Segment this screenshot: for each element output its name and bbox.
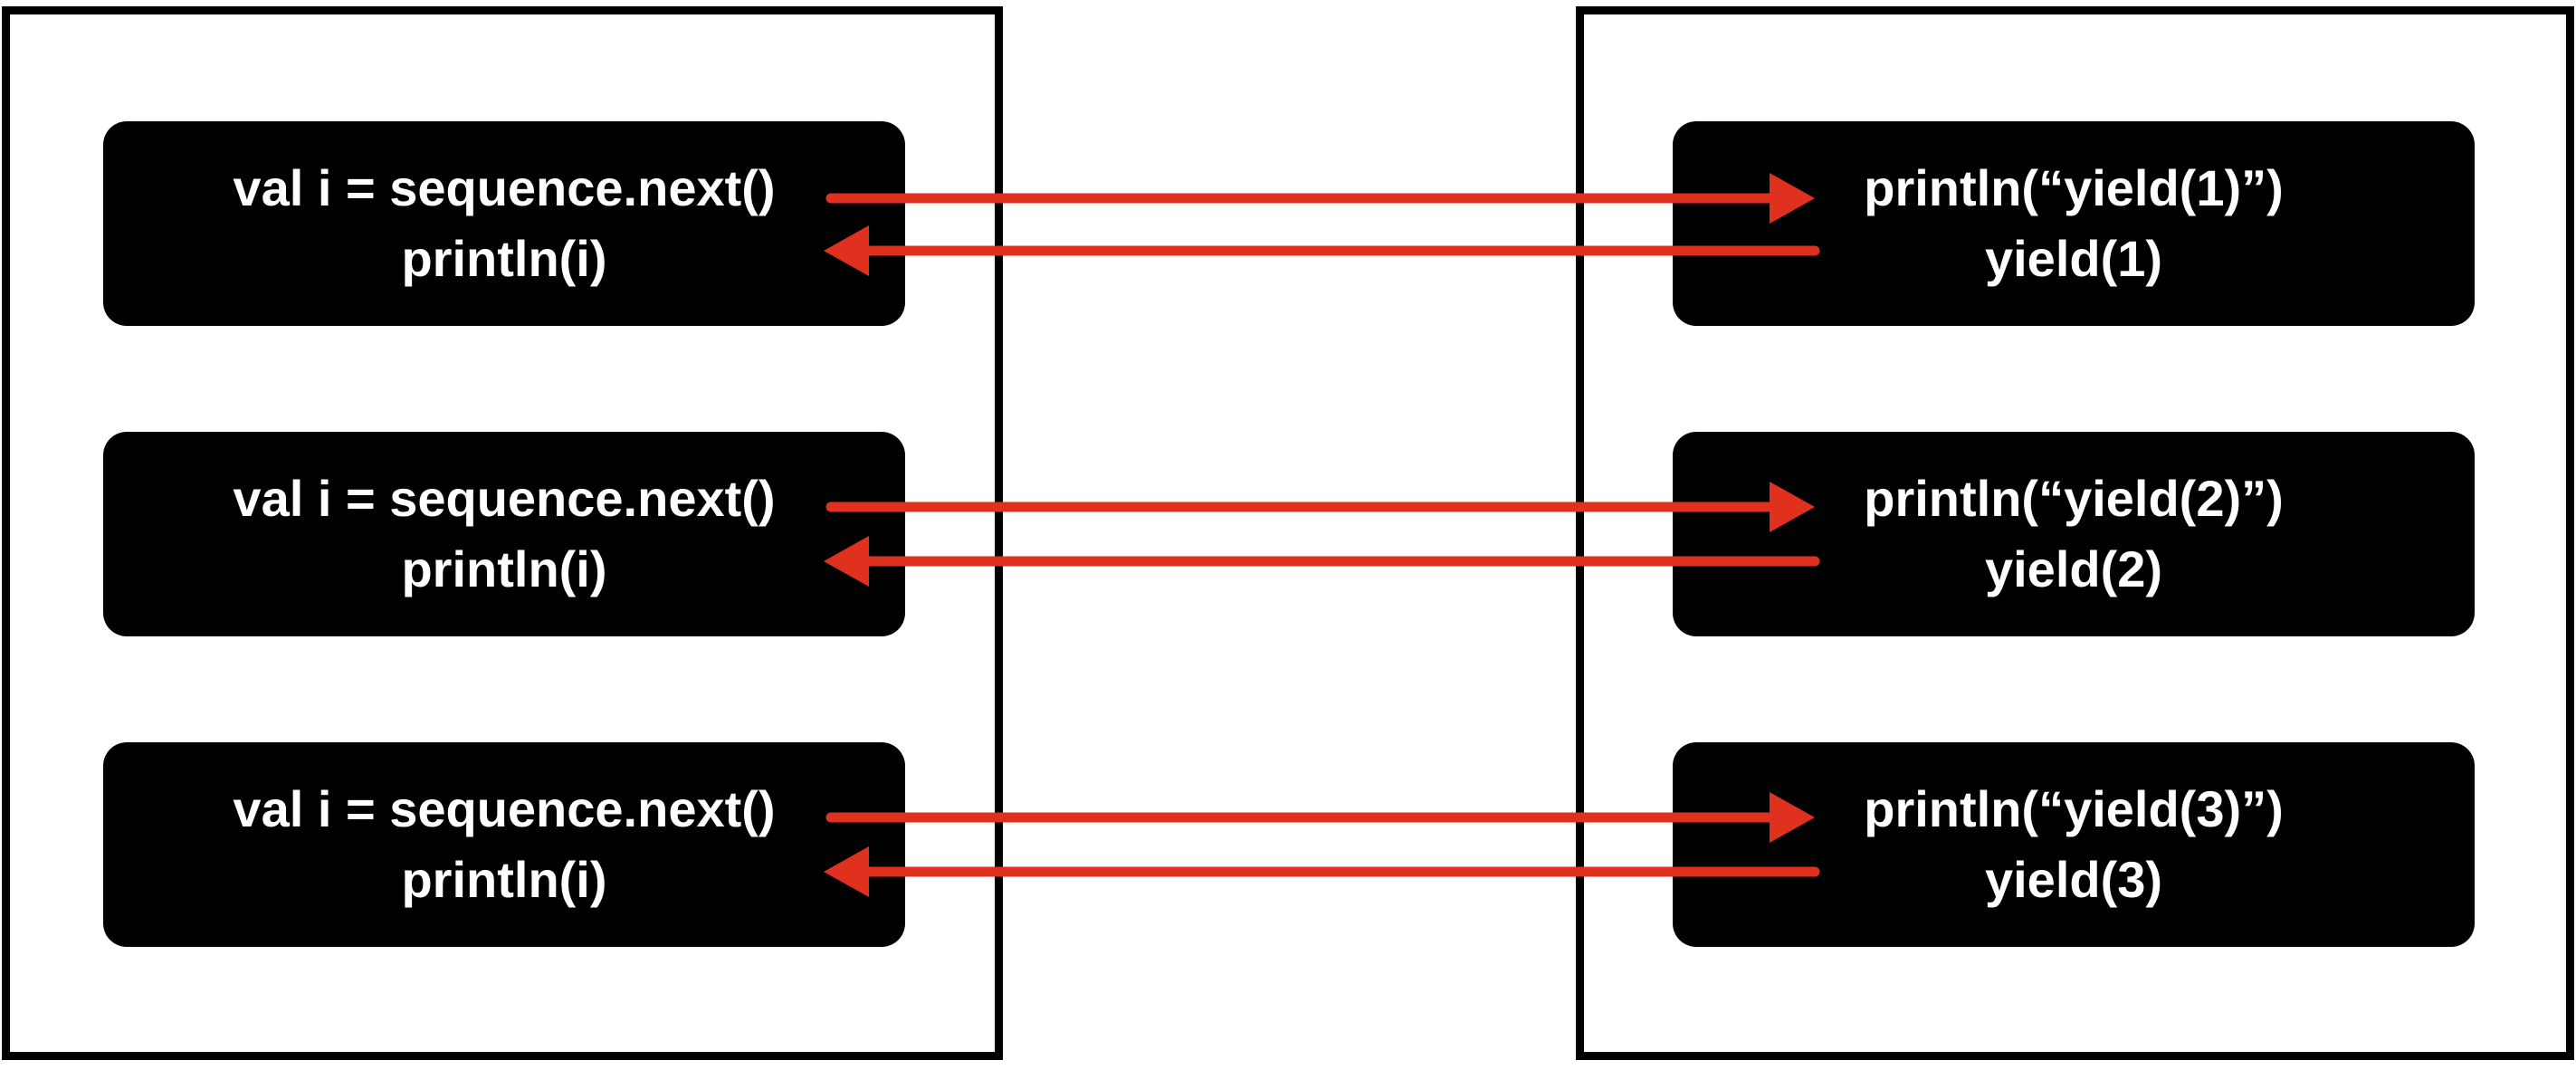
- sequence-block-1-line-2: yield(1): [1984, 230, 2163, 287]
- caller-block-2-line-1: val i = sequence.next(): [233, 470, 776, 527]
- sequence-block-3: println(“yield(3)”) yield(3): [1673, 742, 2475, 947]
- sequence-block-2: println(“yield(2)”) yield(2): [1673, 432, 2475, 636]
- sequence-block-1-line-1: println(“yield(1)”): [1864, 159, 2284, 216]
- caller-block-2: val i = sequence.next() println(i): [103, 432, 905, 636]
- caller-block-3: val i = sequence.next() println(i): [103, 742, 905, 947]
- sequence-block-2-line-1: println(“yield(2)”): [1864, 470, 2284, 527]
- caller-block-2-line-2: println(i): [401, 540, 607, 597]
- caller-block-3-line-2: println(i): [401, 851, 607, 908]
- caller-block-1-line-1: val i = sequence.next(): [233, 159, 776, 216]
- sequence-block-3-line-1: println(“yield(3)”): [1864, 780, 2284, 837]
- caller-block-3-line-1: val i = sequence.next(): [233, 780, 776, 837]
- sequence-block-1: println(“yield(1)”) yield(1): [1673, 121, 2475, 326]
- caller-block-1: val i = sequence.next() println(i): [103, 121, 905, 326]
- caller-block-1-line-2: println(i): [401, 230, 607, 287]
- sequence-block-3-line-2: yield(3): [1984, 851, 2163, 908]
- sequence-block-2-line-2: yield(2): [1984, 540, 2163, 597]
